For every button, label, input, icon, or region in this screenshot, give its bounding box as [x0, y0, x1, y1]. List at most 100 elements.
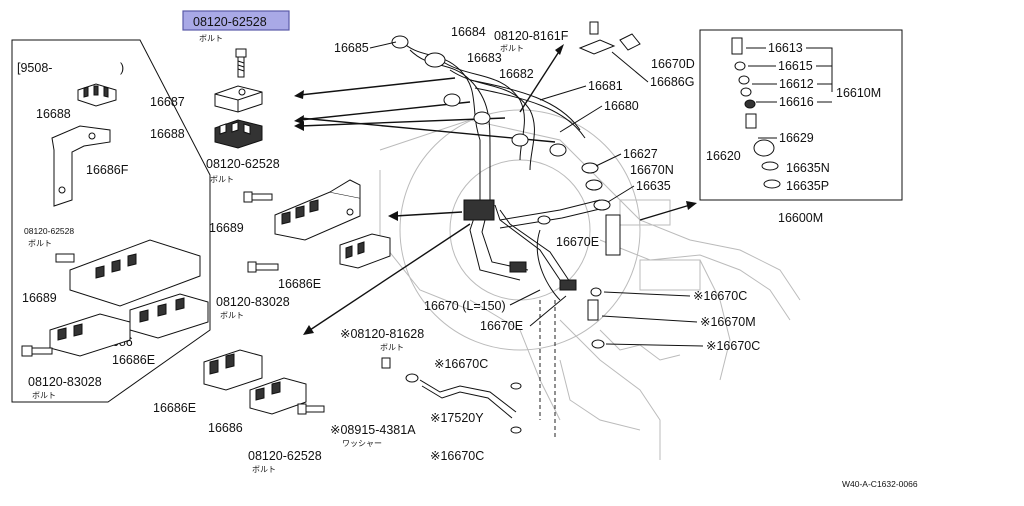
label-16680[interactable]: 16680: [604, 99, 639, 113]
label-16670C-d[interactable]: ※16670C: [430, 449, 484, 463]
bracket-16686G-icon: [578, 21, 641, 55]
label-bolt-08120-81628[interactable]: ※08120-81628: [340, 327, 424, 341]
right-inset-panel: 16600M: [699, 29, 903, 225]
label-16686-bottom[interactable]: 16686: [208, 421, 243, 435]
label-16635[interactable]: 16635: [636, 179, 671, 193]
clamp-16686E-mid-icon: [339, 233, 391, 269]
label-16681[interactable]: 16681: [588, 79, 623, 93]
label-16686G[interactable]: 16686G: [650, 75, 694, 89]
label-bolt-08120-62528-c[interactable]: 08120-62528: [248, 449, 322, 463]
inset-clamp-16686E-icon: [49, 313, 131, 357]
label-16670C-b[interactable]: ※16670C: [706, 339, 760, 353]
label-16686E-mid[interactable]: 16686E: [278, 277, 321, 291]
leader-16670M: [601, 315, 698, 323]
label-washer-sub: ワッシャー: [342, 439, 382, 448]
clamp-16687-icon: [214, 85, 263, 113]
label-bolt-08120-81628-sub: ボルト: [380, 343, 404, 352]
left-inset-panel: [9508- ): [11, 39, 211, 403]
injection-pipes: [391, 35, 605, 301]
label-17520Y[interactable]: ※17520Y: [430, 411, 484, 425]
label-16612[interactable]: 16612: [779, 77, 814, 91]
leader-16613: [746, 47, 833, 92]
leader-16627: [595, 153, 622, 167]
spill-pipe-icon: [381, 357, 522, 434]
figure-reference: W40-A-C1632-0066: [842, 479, 918, 489]
inset-bolt-icon: [21, 345, 53, 357]
highlighted-part[interactable]: 08120-62528 ボルト: [182, 10, 290, 43]
label-bolt-08120-62528-b-sub: ボルト: [28, 239, 52, 248]
leader-16686G: [611, 51, 649, 83]
label-16629[interactable]: 16629: [779, 131, 814, 145]
label-bolt-08120-62528-c-sub: ボルト: [252, 465, 276, 474]
label-16670C-c[interactable]: ※16670C: [434, 357, 488, 371]
label-16635N[interactable]: 16635N: [786, 161, 830, 175]
label-16627[interactable]: 16627: [623, 147, 658, 161]
label-bolt-08120-83028-a-sub: ボルト: [220, 311, 244, 320]
label-16689[interactable]: 16689: [209, 221, 244, 235]
inset-bracket-close: ): [120, 61, 124, 75]
label-16610M[interactable]: 16610M: [836, 86, 881, 100]
label-16686E-bottom[interactable]: 16686E: [153, 401, 196, 415]
label-16682[interactable]: 16682: [499, 67, 534, 81]
label-16670C-a[interactable]: ※16670C: [693, 289, 747, 303]
label-16670M[interactable]: ※16670M: [700, 315, 756, 329]
leader-16635: [607, 185, 635, 203]
label-16670D[interactable]: 16670D: [651, 57, 695, 71]
label-16688[interactable]: 16688: [150, 127, 185, 141]
label-bolt-08120-62528-b[interactable]: 08120-62528: [24, 226, 74, 236]
label-16687[interactable]: 16687: [150, 95, 185, 109]
label-16688-inset[interactable]: 16688: [36, 107, 71, 121]
right-fittings-icon: [587, 287, 605, 349]
leader-16670C-a: [603, 291, 691, 297]
nozzle-parts-icon: [731, 37, 781, 189]
label-bolt-08120-83028-a[interactable]: 08120-83028: [216, 295, 290, 309]
bolt-bottom-icon: [297, 403, 325, 415]
clamp-16686E-bottom-icon: [203, 349, 263, 391]
leader-16685: [369, 41, 397, 49]
label-16670N[interactable]: 16670N: [630, 163, 674, 177]
label-16683[interactable]: 16683: [467, 51, 502, 65]
leader-16680: [559, 105, 603, 133]
label-bolt-08120-8161F-sub: ボルト: [500, 44, 524, 53]
label-bolt-08120-83028-b-sub: ボルト: [32, 391, 56, 400]
label-16670-length[interactable]: 16670 (L=150): [424, 299, 506, 313]
clamp-16686-bottom-icon: [249, 377, 307, 415]
label-bolt-08120-62528-a-sub: ボルト: [210, 175, 234, 184]
label-16613[interactable]: 16613: [768, 41, 803, 55]
clamp-16689-icon: [274, 179, 361, 241]
highlight-box: [182, 10, 290, 31]
label-16670E-b[interactable]: 16670E: [480, 319, 523, 333]
label-16686E-inset[interactable]: 16686E: [112, 353, 155, 367]
label-bolt-08120-8161F[interactable]: 08120-8161F: [494, 29, 569, 43]
leader-16670C-b: [605, 343, 704, 347]
inset-clamp-16686-icon: [129, 293, 209, 339]
label-16686F[interactable]: 16686F: [86, 163, 129, 177]
label-16685[interactable]: 16685: [334, 41, 369, 55]
label-16615[interactable]: 16615: [778, 59, 813, 73]
bolt-icon: [235, 48, 247, 78]
leader-16681: [539, 85, 587, 101]
bolt-16689-icon: [247, 261, 279, 273]
clamp-16688-icon: [214, 119, 263, 149]
inset-clamp-16689-icon: [55, 239, 201, 307]
highlight-part-subtext: ボルト: [199, 34, 223, 43]
label-16684[interactable]: 16684: [451, 25, 486, 39]
label-16635P[interactable]: 16635P: [786, 179, 829, 193]
label-16689-inset[interactable]: 16689: [22, 291, 57, 305]
inset-clamp-16688-icon: [77, 83, 117, 107]
inset-right-title: 16600M: [778, 211, 823, 225]
engine-block-background: [379, 109, 801, 460]
label-bolt-08120-62528-a[interactable]: 08120-62528: [206, 157, 280, 171]
seals-icon: [581, 162, 621, 256]
bracket-16686F-icon: [51, 125, 111, 207]
leader-16670: [509, 289, 541, 306]
label-16616[interactable]: 16616: [779, 95, 814, 109]
label-16670E-a[interactable]: 16670E: [556, 235, 599, 249]
highlight-part-number: 08120-62528: [193, 15, 267, 29]
label-bolt-08120-83028-b[interactable]: 08120-83028: [28, 375, 102, 389]
label-16620[interactable]: 16620: [706, 149, 741, 163]
bolt-horizontal-icon: [243, 191, 273, 203]
label-washer-08915-4381A[interactable]: ※08915-4381A: [330, 423, 416, 437]
leader-16670E-b: [529, 295, 567, 327]
